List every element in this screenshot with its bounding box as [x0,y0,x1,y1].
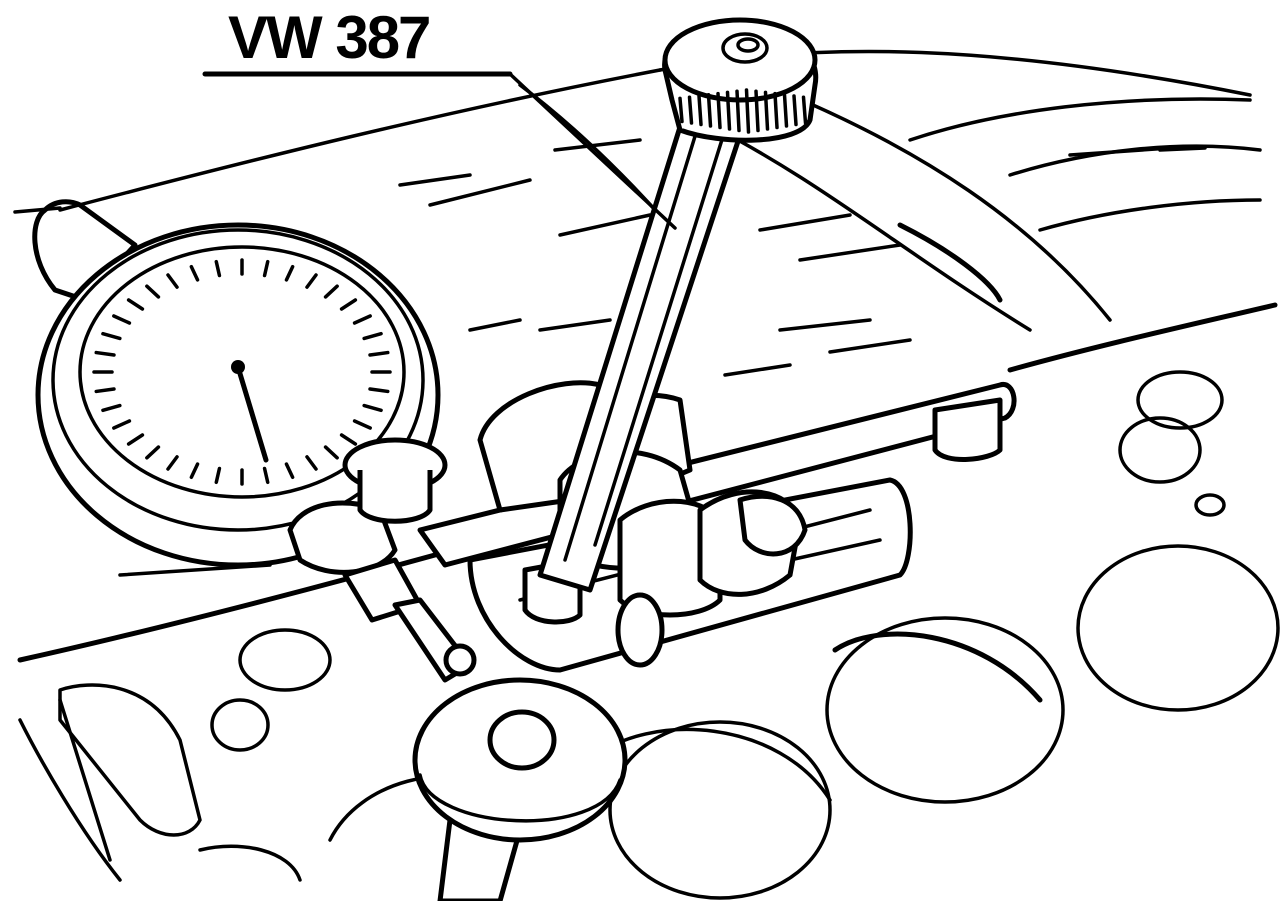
dial-tick [214,259,222,278]
dial-tick [323,445,339,460]
knurl-line [773,91,779,130]
cylinder-bores [58,370,1280,900]
knurl-line [697,94,703,127]
dial-tick [262,466,270,485]
dial-gauge [32,199,477,683]
dial-tick [94,350,116,357]
dial-tick [94,387,116,394]
knurl-line [706,93,713,128]
dial-tick [284,462,295,479]
dial-tick [323,284,339,299]
knurl-line [735,89,741,133]
dial-tick [262,259,270,278]
needle-pivot [231,360,245,374]
tool-callout-label: VW 387 [228,4,431,71]
dial-tick [189,462,200,479]
dial-tick [352,314,372,325]
knurl-line [763,90,770,131]
dial-tick [126,433,145,446]
knurl-line [792,94,798,127]
dial-tick [305,273,318,289]
knurl-line [801,95,808,125]
measuring-bracket [417,380,1017,673]
knurl-line [725,90,732,131]
knurl-line [754,89,760,133]
dial-tick [145,284,161,299]
knurl-line [716,91,722,130]
dial-tick [112,314,132,325]
support-foot [412,677,628,901]
dial-tick [166,273,179,289]
engine-block [13,49,1278,882]
dial-tick [145,445,161,460]
dial-tick [214,466,222,485]
dial-tick [112,419,132,430]
dial-tick [352,419,372,430]
dial-tick [166,455,179,471]
knurl-line [687,95,694,125]
tool-vw387 [537,17,819,593]
knurl-line [678,96,684,124]
dial-tick [339,433,358,446]
knurl-line [744,88,751,134]
dial-tick [362,403,383,413]
dial-tick [284,265,295,282]
knurled-grip [678,88,808,134]
knurl-line [782,93,789,128]
dial-tick [101,403,122,413]
gauge-needle [235,364,269,463]
dial-tick [305,455,318,471]
dial-tick [101,331,122,341]
dial-scale [92,258,392,486]
callout-leader [202,71,677,230]
dial-tick [368,350,390,357]
dial-tick [189,265,200,282]
dial-tick [339,298,358,311]
dial-tick [126,298,145,311]
dial-tick [368,387,390,394]
dial-tick [362,331,383,341]
